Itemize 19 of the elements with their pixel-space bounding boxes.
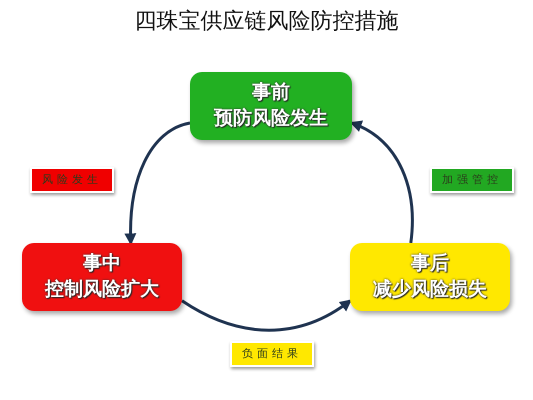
stage-box [22,243,182,311]
curved-arrow [181,299,352,332]
stage-text: 控制风险扩大 [45,278,159,302]
stage-box [350,243,510,311]
tag-box [30,167,114,193]
tag-label: 风险发生 [42,173,102,187]
stage-box [190,72,352,140]
stage-heading: 事中 [83,252,121,276]
curved-arrow [350,121,414,244]
stage-heading: 事后 [411,252,449,276]
tag-box [430,167,514,193]
tag-box [230,341,314,367]
stage-heading: 事前 [252,81,290,105]
tag-label: 加强管控 [442,173,502,187]
title: 四珠宝供应链风险防控措施 [134,7,400,35]
stage-text: 预防风险发生 [214,106,328,131]
tag-label: 负面结果 [242,347,302,361]
stage-text: 减少风险损失 [373,278,487,302]
curved-arrow [124,122,190,246]
